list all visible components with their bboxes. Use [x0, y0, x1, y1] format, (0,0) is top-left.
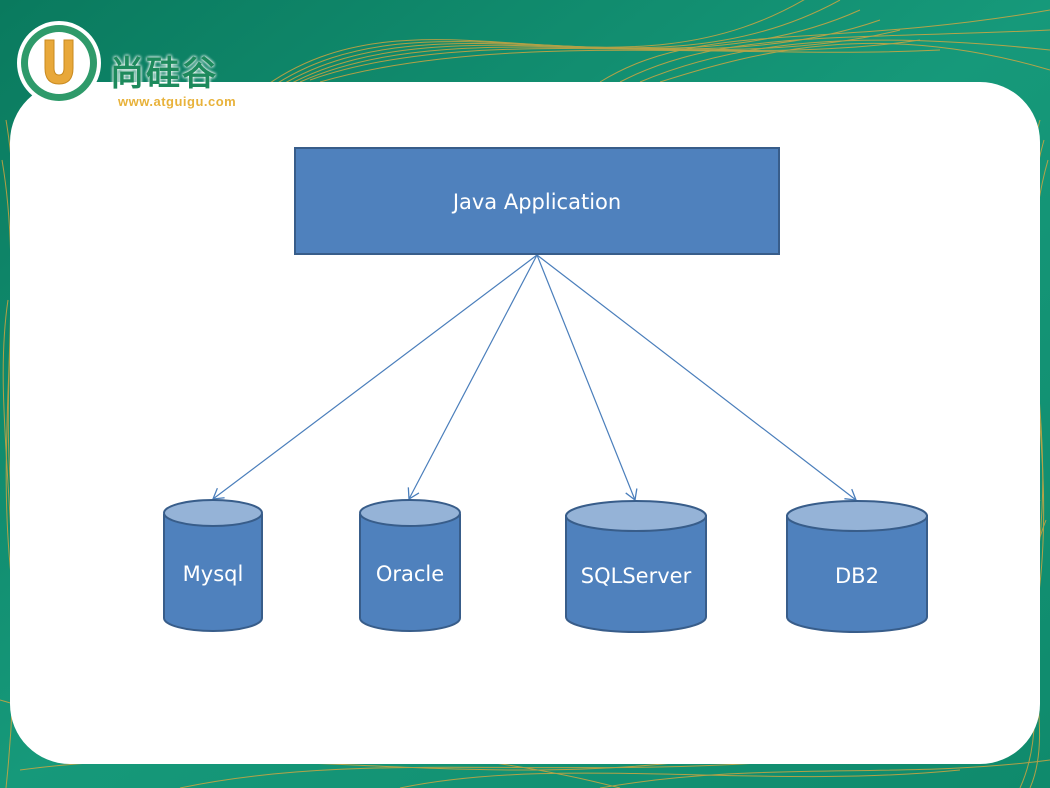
database-sqlserver: SQLServer [565, 500, 707, 633]
edge-to-mysql [211, 254, 538, 500]
database-db2: DB2 [786, 500, 928, 633]
database-label-oracle: Oracle [376, 562, 444, 586]
database-mysql: Mysql [163, 499, 263, 632]
logo-url: www.atguigu.com [118, 94, 237, 109]
logo-brand-name: 尚硅谷 [110, 54, 218, 94]
java-application-node: Java Application [294, 147, 780, 255]
database-oracle: Oracle [359, 499, 461, 632]
database-label-mysql: Mysql [183, 562, 244, 586]
edge-to-oracle [407, 254, 538, 501]
logo-u-icon [17, 21, 101, 105]
connector-edges [211, 254, 858, 502]
edge-to-sqlserver [536, 254, 638, 502]
database-label-db2: DB2 [835, 564, 879, 588]
database-label-sqlserver: SQLServer [581, 564, 692, 588]
java-application-label: Java Application [451, 190, 621, 214]
edge-to-db2 [536, 254, 858, 501]
atguigu-logo: 尚硅谷 www.atguigu.com [14, 18, 274, 109]
